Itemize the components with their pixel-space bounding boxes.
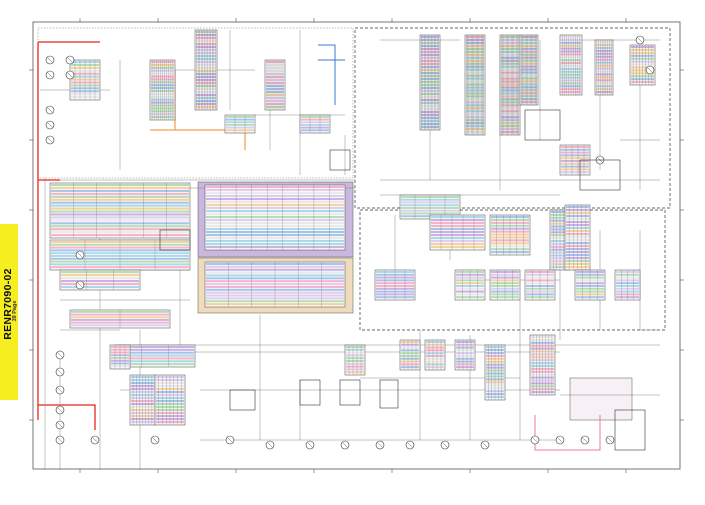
component-symbol xyxy=(375,440,385,450)
connector-block xyxy=(344,344,366,376)
component-box xyxy=(299,379,321,406)
component-symbol xyxy=(75,280,85,290)
component-symbol xyxy=(55,435,65,445)
component-symbol xyxy=(265,440,275,450)
component-symbol xyxy=(605,435,615,445)
component-box xyxy=(524,109,561,141)
component-symbol xyxy=(55,350,65,360)
connector-block xyxy=(114,344,196,368)
connector-block xyxy=(574,269,606,301)
component-symbol xyxy=(55,420,65,430)
component-symbol xyxy=(90,435,100,445)
connector-block xyxy=(204,184,346,251)
component-box xyxy=(379,379,399,409)
connector-block xyxy=(524,269,556,301)
connector-block xyxy=(454,269,486,301)
connector-block xyxy=(564,204,591,271)
connector-block xyxy=(299,114,331,134)
component-symbol xyxy=(580,435,590,445)
connector-block xyxy=(109,344,131,370)
connector-block xyxy=(204,261,346,308)
pink-wire xyxy=(534,415,601,451)
connector-block xyxy=(529,334,556,396)
connector-block xyxy=(489,269,521,301)
component-symbol xyxy=(45,55,55,65)
component-symbol xyxy=(55,367,65,377)
connector-block xyxy=(69,309,171,329)
component-symbol xyxy=(75,250,85,260)
connector-block xyxy=(59,269,141,291)
component-box xyxy=(579,159,621,191)
component-symbol xyxy=(340,440,350,450)
border-ticks xyxy=(29,18,684,473)
component-symbol xyxy=(45,105,55,115)
connector-block xyxy=(149,59,176,121)
component-symbol xyxy=(305,440,315,450)
connector-block xyxy=(594,39,614,96)
connector-block xyxy=(374,269,416,301)
connector-block xyxy=(264,59,286,111)
component-box xyxy=(329,149,351,171)
connector-block xyxy=(419,34,441,131)
component-symbol xyxy=(225,435,235,445)
connector-block xyxy=(519,34,539,106)
page-count: 39 Page xyxy=(12,300,18,322)
drawing-frame xyxy=(32,21,681,470)
component-symbols xyxy=(45,35,655,451)
component-symbol xyxy=(65,55,75,65)
connector-block xyxy=(454,339,476,371)
component-symbol xyxy=(635,35,645,45)
connector-block xyxy=(129,374,156,426)
component-symbol xyxy=(55,405,65,415)
connector-block xyxy=(629,44,656,86)
connector-block xyxy=(489,214,531,256)
component-symbol xyxy=(150,435,160,445)
connector-block xyxy=(424,339,446,371)
connector-block xyxy=(429,214,486,251)
component-symbol xyxy=(480,440,490,450)
connector-block xyxy=(154,374,186,426)
connector-block xyxy=(484,344,506,401)
component-symbol xyxy=(645,65,655,75)
component-symbol xyxy=(55,385,65,395)
connector-block xyxy=(69,59,101,101)
component-symbol xyxy=(440,440,450,450)
component-symbol xyxy=(65,70,75,80)
cab-zone xyxy=(354,27,671,209)
blue-wire xyxy=(318,44,345,105)
component-symbol xyxy=(405,440,415,450)
connector-block xyxy=(224,114,256,134)
connector-block xyxy=(399,339,421,371)
connector-block xyxy=(464,34,486,136)
connector-block xyxy=(559,34,583,96)
connector-block xyxy=(49,182,191,239)
connector-block xyxy=(194,29,218,111)
component-symbol xyxy=(45,120,55,130)
component-box xyxy=(159,229,191,251)
connector-blocks xyxy=(49,29,656,426)
component-symbol xyxy=(45,70,55,80)
component-symbol xyxy=(530,435,540,445)
document-id-strip: RENR7090-02 39 Page xyxy=(0,224,18,400)
connector-block xyxy=(614,269,641,301)
component-box xyxy=(229,389,256,411)
connector-block xyxy=(49,239,191,271)
component-symbol xyxy=(555,435,565,445)
component-symbol xyxy=(45,135,55,145)
legend-table xyxy=(569,377,633,421)
component-box xyxy=(339,379,361,406)
connector-block xyxy=(499,34,521,136)
power-wire xyxy=(37,41,100,430)
engine-zone xyxy=(359,209,666,331)
component-box xyxy=(614,409,646,451)
